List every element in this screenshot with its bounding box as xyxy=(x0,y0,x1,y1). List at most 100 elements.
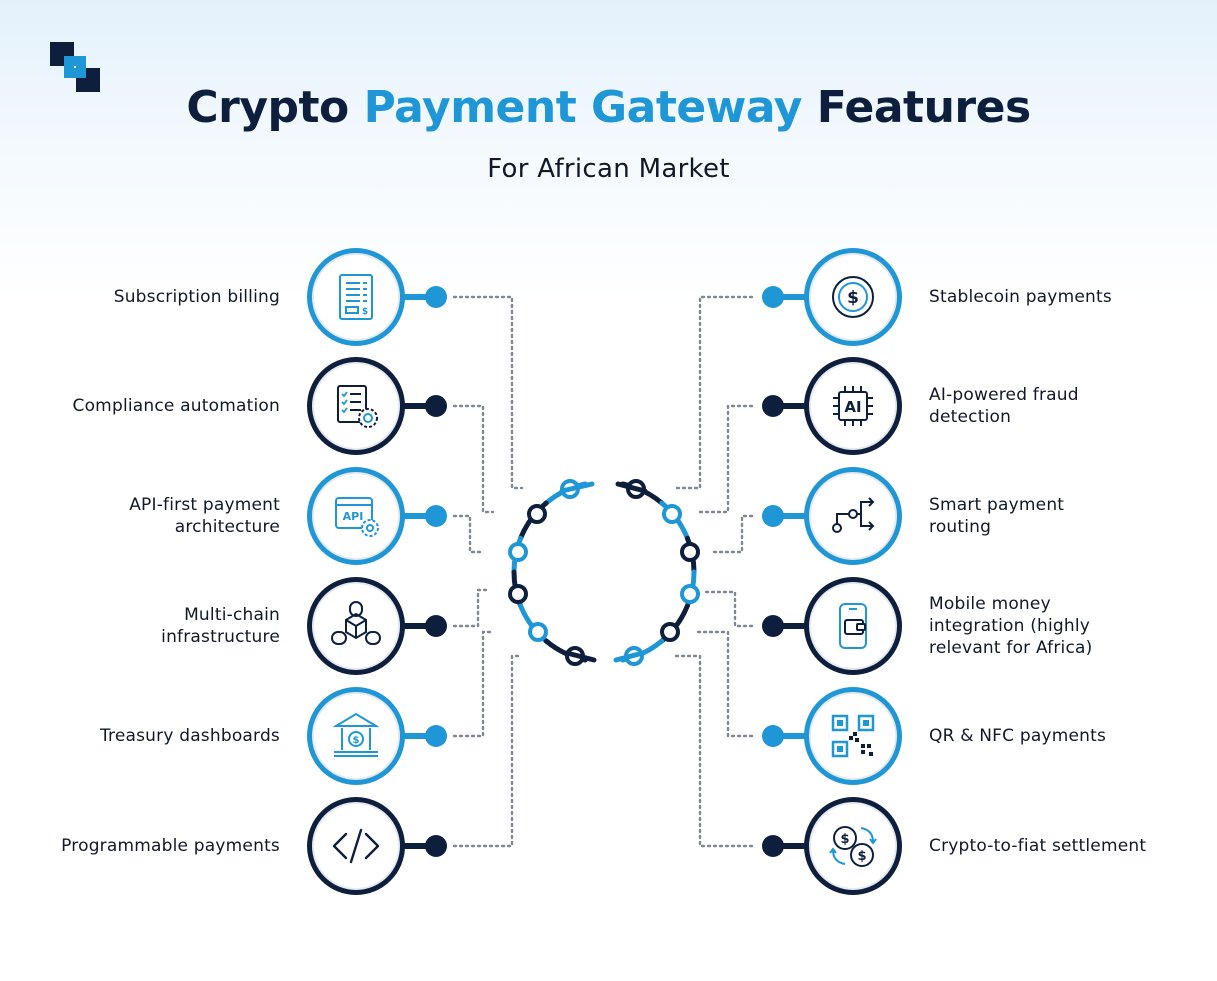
hub-arc-end xyxy=(615,481,648,494)
code-icon xyxy=(332,828,380,864)
hub-arc-end xyxy=(559,481,595,494)
hub-node xyxy=(508,542,528,562)
feature-label-line: Multi-chain xyxy=(184,605,280,625)
svg-text:$: $ xyxy=(353,735,360,746)
checklist-gear-icon xyxy=(337,385,378,428)
feature-label: QR & NFC payments xyxy=(929,725,1189,747)
page-title: Crypto Payment Gateway Features xyxy=(0,82,1217,133)
mobile-wallet-icon xyxy=(839,603,867,649)
connector-line-left xyxy=(452,404,495,514)
feature-badge: API xyxy=(307,467,447,565)
feature-badge xyxy=(762,467,902,565)
badge-tab-dot xyxy=(762,615,784,637)
badge-tab-dot xyxy=(425,286,447,308)
feature-label-line: integration (highly xyxy=(929,616,1091,636)
svg-text:$: $ xyxy=(847,288,859,308)
badge-tab-dot xyxy=(425,725,447,747)
page-subtitle: For African Market xyxy=(487,154,730,184)
connector-line-right xyxy=(672,654,754,848)
badge-tab-dot xyxy=(762,725,784,747)
feature-badge: $ xyxy=(307,248,447,346)
svg-text:$: $ xyxy=(857,849,866,864)
connector-line-right xyxy=(694,630,754,738)
badge-tab-dot xyxy=(425,835,447,857)
title-highlight: Payment Gateway xyxy=(363,82,803,133)
bank-icon: $ xyxy=(332,712,380,757)
hub-node xyxy=(508,584,528,604)
feature-label-line: QR & NFC payments xyxy=(929,726,1107,746)
badge-face xyxy=(313,473,399,559)
feature-badge xyxy=(762,577,902,675)
chain-cube-icon xyxy=(331,601,381,645)
feature-label: Programmable payments xyxy=(20,835,280,857)
feature-label: Subscription billing xyxy=(20,286,280,308)
feature-label-line: architecture xyxy=(174,517,280,537)
feature-label-line: routing xyxy=(929,517,992,537)
feature-badge xyxy=(762,687,902,785)
feature-label-line: Subscription billing xyxy=(113,287,280,307)
feature-label-line: Treasury dashboards xyxy=(99,726,280,746)
feature-badge: $ xyxy=(762,248,902,346)
brand-logo xyxy=(50,42,100,92)
connector-line-right xyxy=(704,590,754,628)
connector-line-right xyxy=(710,514,754,554)
hub-node xyxy=(527,504,547,524)
badge-tab-dot xyxy=(762,286,784,308)
svg-text:$: $ xyxy=(840,832,849,847)
badge-face xyxy=(810,473,896,559)
connector-line-right xyxy=(672,295,754,490)
qr-code-icon xyxy=(831,714,875,758)
badge-face xyxy=(810,363,896,449)
connector-line-left xyxy=(452,514,482,554)
feature-label-line: Mobile money xyxy=(929,594,1051,614)
svg-text:API: API xyxy=(343,510,364,523)
feature-badge xyxy=(307,577,447,675)
feature-label: Compliance automation xyxy=(20,395,280,417)
hub-node xyxy=(528,622,548,642)
hub-arc-end xyxy=(613,650,646,663)
badge-tab-dot xyxy=(762,505,784,527)
connector-line-left xyxy=(452,654,524,848)
invoice-icon: $ xyxy=(339,274,373,320)
badge-face xyxy=(313,693,399,779)
badge-tab-dot xyxy=(425,615,447,637)
routing-icon xyxy=(832,497,875,533)
feature-badge: $ xyxy=(307,687,447,785)
feature-badge xyxy=(307,357,447,455)
dollar-coin-icon: $ xyxy=(832,276,874,318)
ai-chip-label: AI xyxy=(844,398,861,416)
connector-line-right xyxy=(694,404,754,514)
hub-arc-end xyxy=(564,650,597,663)
badge-face xyxy=(313,363,399,449)
badge-tab-dot xyxy=(762,835,784,857)
feature-badge xyxy=(307,797,447,895)
feature-label-line: API-first payment xyxy=(129,495,280,515)
feature-label-line: Smart payment xyxy=(929,495,1065,515)
feature-label: Treasury dashboards xyxy=(20,725,280,747)
badge-face xyxy=(810,254,896,340)
feature-label-line: Compliance automation xyxy=(72,396,280,416)
badge-tab-dot xyxy=(425,395,447,417)
currency-exchange-icon: $$ xyxy=(829,826,877,867)
api-window-icon: API xyxy=(335,497,379,537)
badge-face xyxy=(810,583,896,669)
feature-label-line: relevant for Africa) xyxy=(929,638,1093,658)
feature-badge: AI xyxy=(762,357,902,455)
title-part-1: Crypto xyxy=(186,82,349,133)
ai-chip-icon: AI xyxy=(833,386,873,426)
feature-label: Crypto-to-fiat settlement xyxy=(929,835,1189,857)
hub-node xyxy=(660,622,680,642)
badge-face xyxy=(313,254,399,340)
connector-line-left xyxy=(452,630,495,738)
hub-node xyxy=(662,504,682,524)
feature-label-line: Crypto-to-fiat settlement xyxy=(929,836,1147,856)
feature-badge: $$ xyxy=(762,797,902,895)
connector-line-left xyxy=(452,295,524,490)
feature-label-line: AI-powered fraud xyxy=(929,385,1079,405)
